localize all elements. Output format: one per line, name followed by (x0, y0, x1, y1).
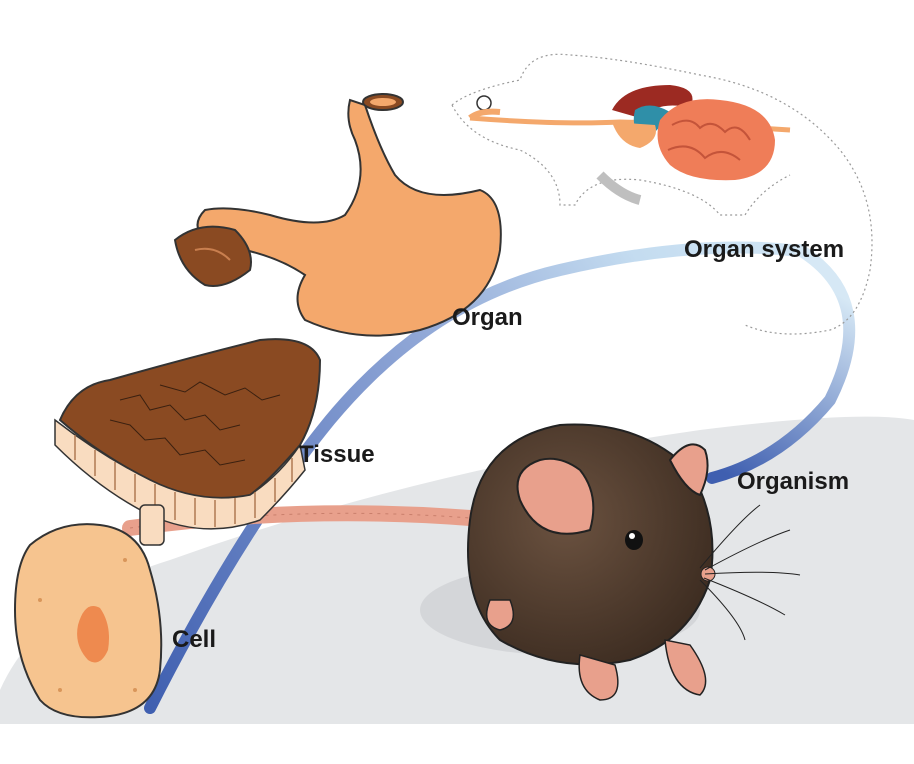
cell-label: Cell (172, 626, 217, 653)
progression-arrow-return (706, 244, 856, 484)
organ-system-label: Organ system (684, 236, 845, 263)
organ-label: Organ (452, 304, 523, 331)
organism-label: Organism (737, 468, 850, 495)
mouse-organ-system-icon (451, 53, 873, 335)
cell-icon (13, 523, 163, 719)
mouse-icon (420, 423, 801, 701)
tissue-label: Tissue (299, 441, 375, 468)
progression-arrow (144, 241, 796, 714)
tissue-block-icon (54, 338, 322, 546)
stomach-icon (173, 93, 502, 337)
